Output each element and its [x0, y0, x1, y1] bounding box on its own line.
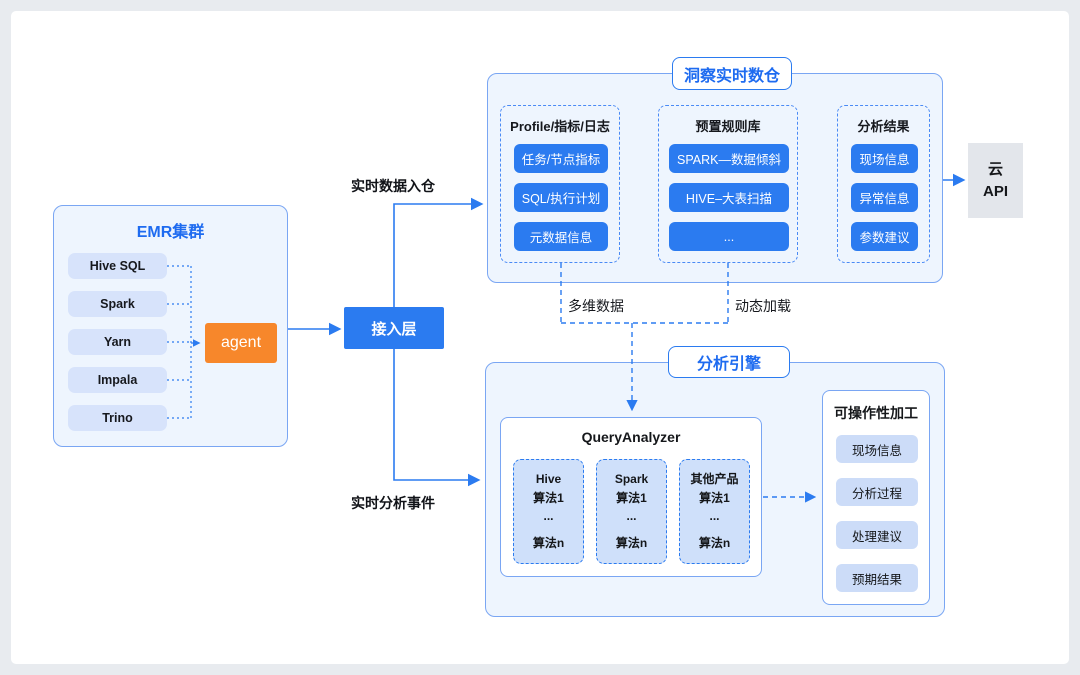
- processing-card-title: 可操作性加工: [834, 405, 918, 421]
- qa-col-line: ...: [626, 509, 637, 524]
- query-analyzer-col-hive: Hive 算法1 ... 算法n: [513, 459, 584, 564]
- qa-col-line: ...: [543, 509, 554, 524]
- processing-card: 可操作性加工 现场信息 分析过程 处理建议 预期结果: [822, 390, 930, 605]
- cloud-api-node: 云 API: [968, 143, 1023, 218]
- warehouse-chip-scene-info: 现场信息: [851, 144, 918, 173]
- warehouse-chip-task-node-metrics: 任务/节点指标: [514, 144, 608, 173]
- qa-col-line: 算法1: [699, 490, 730, 505]
- processing-item-handling-advice: 处理建议: [836, 521, 918, 549]
- emr-node-yarn: Yarn: [68, 329, 167, 355]
- warehouse-chip-param-advice: 参数建议: [851, 222, 918, 251]
- cloud-api-line1: 云: [987, 160, 1003, 178]
- warehouse-chip-hive-scan: HIVE–大表扫描: [669, 183, 789, 212]
- processing-item-scene-info: 现场信息: [836, 435, 918, 463]
- warehouse-chip-spark-skew: SPARK—数据倾斜: [669, 144, 789, 173]
- processing-item-expected-result: 预期结果: [836, 564, 918, 592]
- access-layer-node: 接入层: [344, 307, 444, 349]
- warehouse-group-rules-header: 预置规则库: [695, 119, 761, 134]
- query-analyzer-col-other: 其他产品 算法1 ... 算法n: [679, 459, 750, 564]
- warehouse-group-profile-header: Profile/指标/日志: [510, 119, 610, 134]
- warehouse-group-results: 分析结果 现场信息 异常信息 参数建议: [837, 105, 930, 263]
- emr-node-hive-sql: Hive SQL: [68, 253, 167, 279]
- qa-col-line: ...: [709, 509, 720, 524]
- warehouse-section-title: 洞察实时数仓: [672, 57, 792, 90]
- agent-node: agent: [205, 323, 277, 363]
- qa-col-line: 算法n: [615, 536, 648, 551]
- emr-node-impala: Impala: [68, 367, 167, 393]
- query-analyzer-title: QueryAnalyzer: [581, 429, 681, 445]
- qa-col-line: 算法1: [616, 490, 647, 505]
- qa-col-name: 其他产品: [690, 472, 739, 486]
- warehouse-chip-sql-exec-plan: SQL/执行计划: [514, 183, 608, 212]
- qa-col-line: 算法n: [532, 536, 565, 551]
- warehouse-chip-metadata-info: 元数据信息: [514, 222, 608, 251]
- cloud-api-line2: API: [982, 182, 1008, 200]
- qa-col-name: Hive: [535, 472, 562, 486]
- qa-col-line: 算法n: [698, 536, 731, 551]
- flow-label-multidim-data: 多维数据: [568, 298, 624, 314]
- warehouse-group-profile: Profile/指标/日志 任务/节点指标 SQL/执行计划 元数据信息: [500, 105, 620, 263]
- warehouse-chip-anomaly-info: 异常信息: [851, 183, 918, 212]
- emr-node-trino: Trino: [68, 405, 167, 431]
- flow-label-realtime-analysis-event: 实时分析事件: [351, 495, 435, 511]
- warehouse-chip-rules-more: ...: [669, 222, 789, 251]
- qa-col-name: Spark: [614, 472, 649, 486]
- qa-col-line: 算法1: [533, 490, 564, 505]
- emr-node-spark: Spark: [68, 291, 167, 317]
- emr-cluster-title: EMR集群: [136, 224, 205, 241]
- query-analyzer-card: QueryAnalyzer Hive 算法1 ... 算法n Spark 算法1…: [500, 417, 762, 577]
- warehouse-group-rules: 预置规则库 SPARK—数据倾斜 HIVE–大表扫描 ...: [658, 105, 798, 263]
- query-analyzer-col-spark: Spark 算法1 ... 算法n: [596, 459, 667, 564]
- flow-label-realtime-data-ingest: 实时数据入仓: [351, 178, 435, 194]
- flow-label-dynamic-load: 动态加载: [735, 298, 791, 314]
- engine-section-title: 分析引擎: [668, 346, 790, 378]
- warehouse-group-results-header: 分析结果: [857, 119, 910, 134]
- processing-item-analysis-process: 分析过程: [836, 478, 918, 506]
